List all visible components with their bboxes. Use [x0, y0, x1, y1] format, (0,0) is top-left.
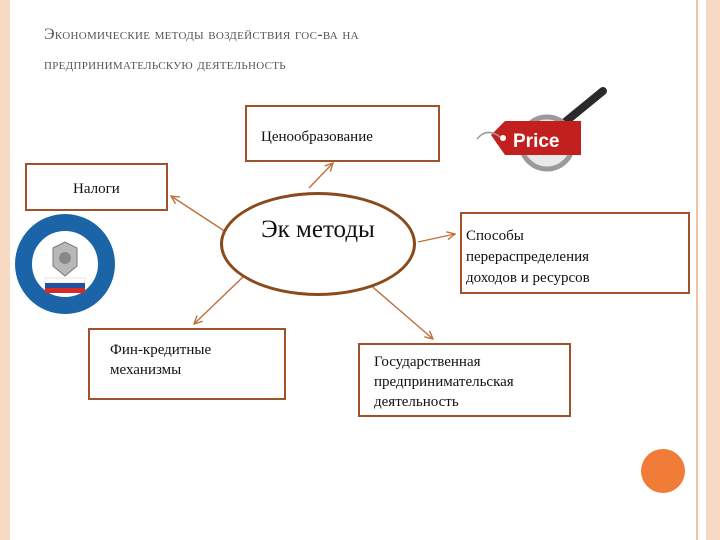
arrow-to-pricing: [308, 163, 333, 189]
node-state-line3: деятельность: [374, 394, 459, 410]
arrow-to-taxes: [171, 196, 227, 233]
arrow-to-credit: [194, 276, 244, 324]
node-credit-line1: Фин-кредитные: [110, 342, 212, 358]
center-label: Эк методы: [261, 216, 375, 243]
slide-title: Экономические методы воздействия гос-ва …: [44, 20, 644, 80]
slide-title-line2: предпринимательскую деятельность: [44, 56, 286, 73]
price-tag-logo: Price: [476, 87, 607, 172]
slide-frame-left: [0, 0, 10, 540]
slide-title-line1: Экономические методы воздействия гос-ва …: [44, 26, 359, 43]
node-redistribution: Способы перераспределения доходов и ресу…: [460, 212, 690, 294]
price-tag-text: Price: [513, 131, 559, 152]
node-pricing-label: Ценообразование: [261, 129, 373, 145]
node-redistribution-line3: доходов и ресурсов: [466, 270, 590, 286]
node-state-line2: предпринимательская: [374, 374, 514, 390]
node-state-business: Государственная предпринимательская деят…: [358, 343, 571, 417]
node-credit-line2: механизмы: [110, 362, 182, 378]
arrow-to-state: [360, 276, 433, 339]
center-ellipse: [220, 192, 416, 296]
arrow-to-redistribution: [417, 234, 455, 243]
tax-service-seal: [15, 214, 115, 314]
decorative-orange-circle: [641, 449, 685, 493]
slide-frame-line: [696, 0, 698, 540]
node-taxes-label: Налоги: [73, 181, 120, 197]
node-redistribution-line2: перераспределения: [466, 249, 590, 265]
slide-frame-right: [706, 0, 720, 540]
node-credit: Фин-кредитные механизмы: [88, 328, 286, 400]
node-taxes: Налоги: [25, 163, 168, 211]
node-state-line1: Государственная: [374, 354, 481, 370]
node-redistribution-line1: Способы: [466, 228, 524, 244]
node-pricing: Ценообразование: [245, 105, 440, 162]
